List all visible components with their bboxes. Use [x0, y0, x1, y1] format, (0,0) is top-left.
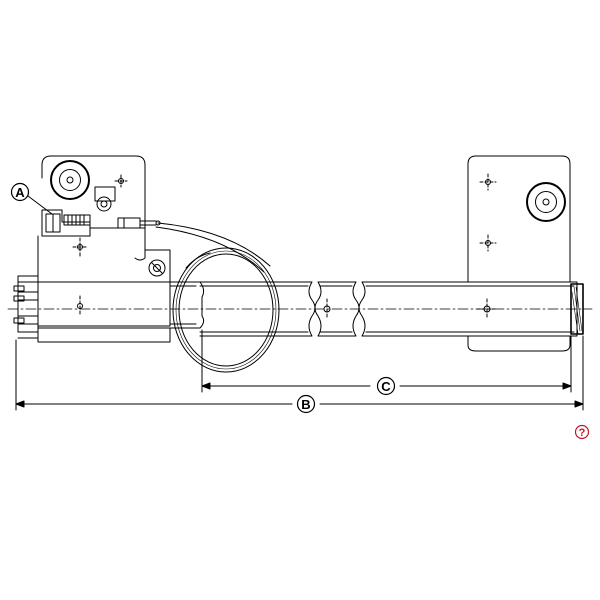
dimension-c	[201, 329, 572, 393]
right-pulley	[526, 182, 566, 222]
right-bracket	[467, 155, 571, 352]
callout-c: C	[376, 376, 396, 396]
svg-text:A: A	[15, 185, 25, 200]
callout-a: A	[10, 182, 30, 202]
cable-coil	[155, 222, 280, 373]
main-rail	[13, 275, 584, 343]
svg-text:B: B	[301, 397, 310, 412]
left-pulley	[50, 160, 90, 200]
dimension-b	[15, 335, 584, 411]
callout-b: B	[296, 394, 316, 414]
svg-text:C: C	[381, 379, 391, 394]
help-icon[interactable]: ?	[574, 424, 590, 440]
left-bracket	[37, 155, 171, 317]
svg-text:?: ?	[579, 427, 586, 439]
